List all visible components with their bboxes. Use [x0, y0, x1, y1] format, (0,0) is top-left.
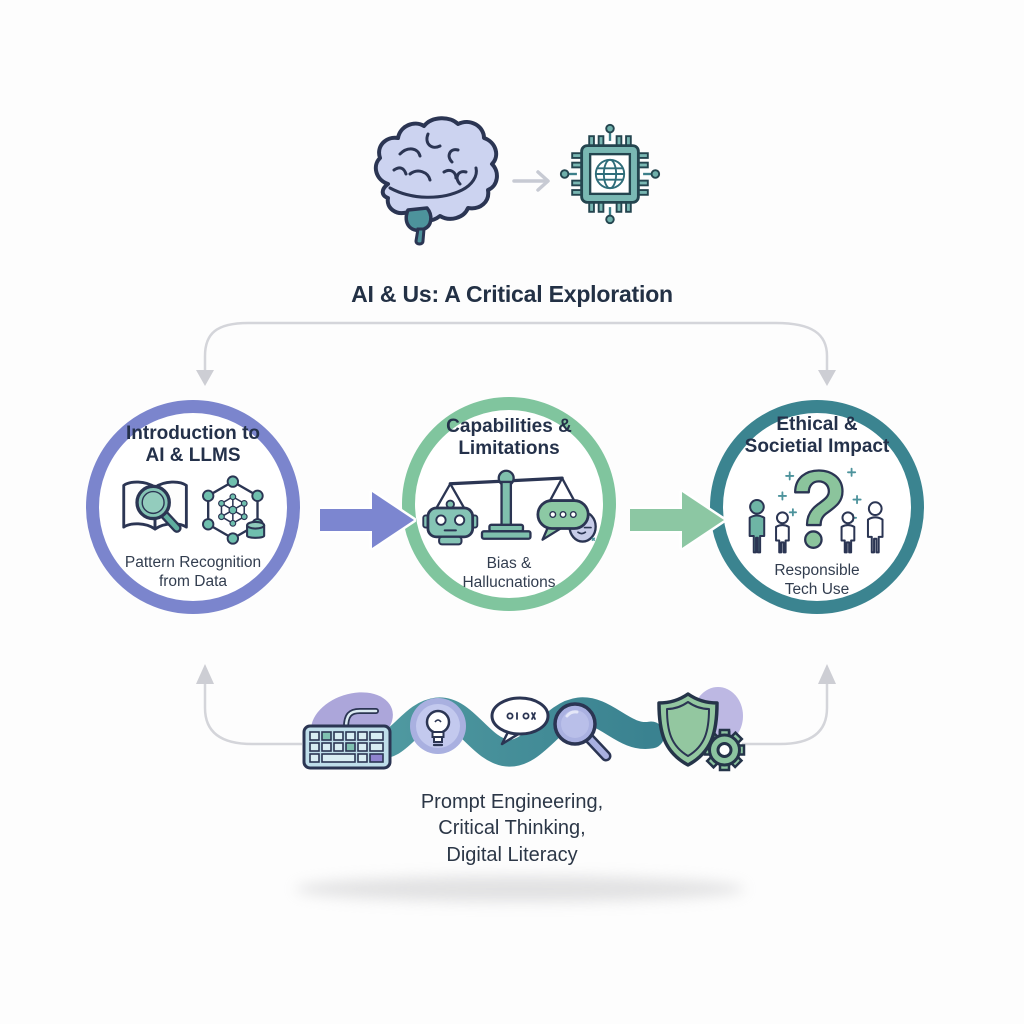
page-title: AI & Us: A Critical Exploration: [351, 281, 673, 307]
stage-caption-line: Hallucnations: [462, 573, 556, 591]
database-icon: [246, 520, 266, 539]
magnifying-glass-icon: [553, 702, 612, 762]
stage-caption-line: Responsible: [774, 562, 860, 580]
stage-title-ethics: Ethical & Societial Impact: [745, 414, 890, 458]
stage-caption-ethics: Responsible Tech Use: [774, 562, 859, 599]
shield-gear-icon: [657, 692, 746, 772]
keyboard-icon: [302, 708, 392, 770]
transform-arrow-icon: [512, 170, 550, 192]
top-connector-arrowhead-right: [818, 370, 836, 386]
stage-circle-intro: Introduction to AI & LLMS: [86, 400, 300, 614]
neural-network-icon: [202, 475, 266, 545]
capabilities-icons: [422, 469, 597, 546]
bottom-connector-arrowhead-left: [196, 664, 214, 684]
stage-caption-line: from Data: [158, 572, 228, 590]
skills-caption: Prompt Engineering, Critical Thinking, D…: [0, 789, 1024, 868]
person-outline: [866, 501, 884, 554]
ground-shadow: [295, 876, 745, 902]
speech-bubble-icon: [536, 499, 590, 541]
top-connector: [203, 321, 829, 372]
stage-title-line: Capabilities &: [446, 415, 572, 437]
stage-title-capabilities: Capabilities & Limitations: [446, 416, 572, 460]
stage-title-line: Introduction to: [125, 422, 261, 444]
stage-caption-line: Tech Use: [784, 581, 850, 599]
people-group-icon: [748, 499, 884, 554]
intro-icons: [122, 475, 266, 545]
stage-caption-line: Bias &: [486, 554, 532, 572]
lightbulb-icon: [410, 698, 466, 754]
stage-title-intro: Introduction to AI & LLMS: [126, 423, 260, 467]
stage-title-line: AI & LLMS: [145, 444, 241, 466]
skills-caption-line: Prompt Engineering,: [420, 791, 604, 813]
stage-circle-ethics: Ethical & Societial Impact: [710, 400, 924, 614]
bottom-connector-left: [203, 680, 302, 746]
bottom-connector-right: [742, 680, 829, 746]
flow-arrow-2: [630, 489, 726, 551]
book-magnifier-icon: [122, 480, 188, 533]
stage-title-line: Ethical &: [776, 414, 858, 436]
gear-icon: [703, 728, 746, 772]
ai-chip-icon: [559, 123, 661, 225]
chat-bubble-icon: [490, 696, 550, 746]
stage-caption-line: Pattern Recognition: [124, 553, 262, 571]
person-filled: [748, 499, 766, 554]
stage-circle-capabilities: Capabilities & Limitations: [402, 397, 616, 611]
person-outline: [840, 511, 856, 554]
balance-scale-robot-icon: [422, 469, 577, 546]
skills-caption-line: Digital Literacy: [446, 843, 578, 866]
brain-icon: [373, 116, 499, 246]
stage-caption-intro: Pattern Recognition from Data: [125, 554, 261, 591]
question-mark-icon: [794, 469, 844, 550]
person-outline: [775, 511, 790, 554]
stage-caption-capabilities: Bias & Hallucnations: [462, 555, 555, 592]
brain-stem: [404, 206, 433, 232]
ethics-icons: [748, 468, 884, 554]
stage-title-line: Societial Impact: [744, 436, 890, 458]
bottom-connector-arrowhead-right: [818, 664, 836, 684]
skills-caption-line: Critical Thinking,: [438, 817, 586, 840]
flow-arrow-1: [320, 489, 416, 551]
top-connector-arrowhead-left: [196, 370, 214, 386]
stage-title-line: Limitations: [458, 437, 560, 459]
globe-icon: [594, 158, 626, 190]
shield-icon: [657, 692, 719, 767]
